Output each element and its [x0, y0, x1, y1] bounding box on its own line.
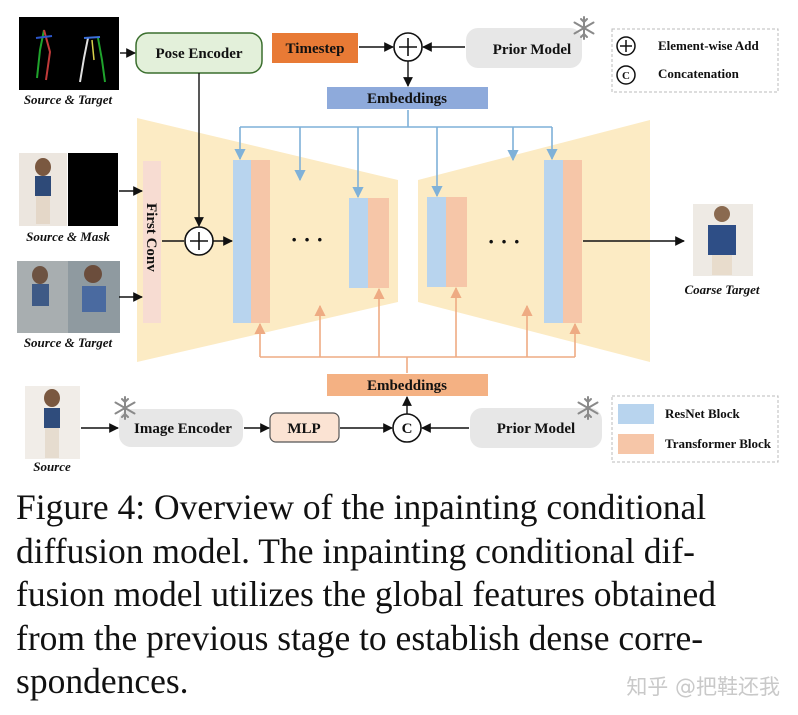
- black-arrows: [81, 42, 685, 433]
- caption-line: spondences.: [16, 661, 189, 701]
- source-target-images: [17, 261, 120, 333]
- diagram: Source & Target Source & Mask Source & T…: [17, 16, 779, 474]
- figure-caption: Figure 4: Overview of the inpainting con…: [16, 486, 792, 704]
- pose-image: [19, 17, 119, 90]
- prior-model-bottom-label: Prior Model: [497, 421, 575, 437]
- caption-line: Figure 4: Overview of the inpainting con…: [16, 487, 707, 527]
- embeddings-bottom-block: [327, 374, 488, 396]
- transformer-block-enc-1: [251, 160, 270, 323]
- first-conv-label: First Conv: [143, 203, 159, 272]
- concat-icon: [616, 65, 636, 85]
- resnet-block-enc-2: [349, 198, 368, 288]
- resnet-block-enc-1: [233, 160, 251, 323]
- prior-model-top-label: Prior Model: [493, 42, 571, 58]
- transformer-block-enc-2: [368, 198, 389, 288]
- orange-embedding-lines: [254, 286, 581, 373]
- source-mask-images: [19, 153, 118, 226]
- transformer-block-dec-1: [446, 197, 467, 287]
- unet-decoder: [418, 120, 650, 362]
- pose-caption: Source & Target: [24, 92, 113, 107]
- source-caption: Source: [33, 459, 71, 474]
- legend-resnet-label: ResNet Block: [665, 406, 741, 421]
- resnet-block-dec-1: [427, 197, 446, 287]
- pose-encoder-label: Pose Encoder: [155, 46, 242, 62]
- output-caption: Coarse Target: [685, 282, 760, 297]
- dots-encoder: · · ·: [290, 227, 323, 252]
- caption-line: diffusion model. The inpainting conditio…: [16, 530, 696, 571]
- legend-blocks: ResNet Block Transformer Block: [611, 395, 779, 463]
- resnet-block-dec-2: [544, 160, 563, 323]
- blue-embedding-lines: [234, 110, 558, 199]
- embeddings-bottom-label: Embeddings: [367, 378, 447, 394]
- image-encoder-label: Image Encoder: [134, 421, 232, 437]
- prior-model-bottom-block: [470, 408, 602, 448]
- element-wise-add-input: [184, 226, 214, 256]
- legend-add-label: Element-wise Add: [658, 38, 760, 53]
- source-image: [25, 386, 80, 459]
- mlp-label: MLP: [287, 421, 320, 437]
- concatenation-op: C: [392, 413, 422, 443]
- caption-line: from the previous stage to establish den…: [16, 617, 704, 658]
- pair-caption: Source & Target: [24, 335, 113, 350]
- legend-concat-label: Concatenation: [658, 66, 740, 81]
- embeddings-top-label: Embeddings: [367, 91, 447, 107]
- watermark: 知乎 @把鞋还我: [626, 675, 780, 699]
- prior-model-top-block: [466, 28, 582, 68]
- transformer-block-dec-2: [563, 160, 582, 323]
- legend-resnet-swatch: [618, 404, 654, 424]
- legend-ops: C Element-wise Add Concatenation: [611, 28, 779, 93]
- mlp-block: [269, 412, 340, 443]
- element-wise-add-top: [393, 32, 423, 62]
- output-image: [693, 204, 753, 276]
- first-conv-block: [143, 161, 161, 323]
- image-encoder-block: [119, 409, 243, 447]
- legend-transformer-label: Transformer Block: [665, 436, 772, 451]
- caption-line: fusion model utilizes the global feature…: [16, 574, 716, 614]
- mask-caption: Source & Mask: [26, 229, 110, 244]
- timestep-label: Timestep: [286, 41, 345, 57]
- concat-icon-letter: C: [622, 70, 630, 82]
- legend-transformer-swatch: [618, 434, 654, 454]
- timestep-block: [272, 33, 358, 63]
- dots-decoder: · · ·: [487, 229, 520, 254]
- embeddings-top-block: [327, 87, 488, 109]
- svg-text:C: C: [402, 421, 413, 437]
